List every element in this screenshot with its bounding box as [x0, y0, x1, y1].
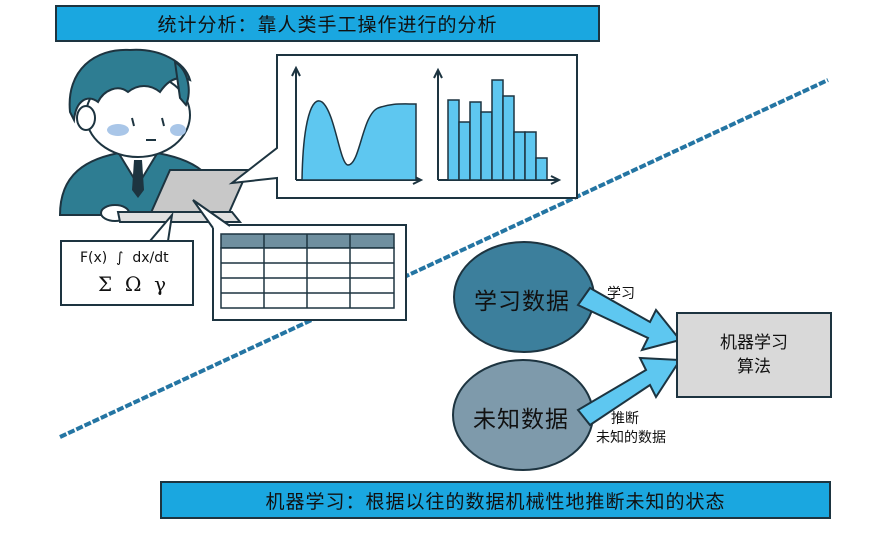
algorithm-line-2: 算法	[737, 357, 771, 377]
table-callout	[192, 199, 407, 321]
ml-algorithm-box: 机器学习 算法	[676, 312, 832, 398]
divider-line	[59, 78, 829, 439]
infer-arrow	[576, 356, 682, 427]
formula-line-2: Σ Ω γ	[98, 272, 167, 296]
learning-data-label: 学习数据	[474, 289, 570, 315]
infer-label-line-2: 未知的数据	[596, 430, 666, 446]
histogram-bars	[447, 79, 548, 181]
machine-learning-banner: 机器学习：根据以往的数据机械性地推断未知的状态	[160, 481, 831, 519]
infer-label-line-1: 推断	[611, 411, 639, 427]
chart-callout	[228, 54, 578, 199]
machine-learning-banner-text: 机器学习：根据以往的数据机械性地推断未知的状态	[265, 490, 726, 513]
statistics-banner-text: 统计分析：靠人类手工操作进行的分析	[157, 14, 498, 36]
algorithm-line-1: 机器学习	[720, 333, 788, 353]
formula-callout-tail	[149, 211, 174, 242]
learn-arrow-label: 学习	[607, 286, 635, 302]
unknown-data-label: 未知数据	[473, 407, 569, 433]
statistics-banner: 统计分析：靠人类手工操作进行的分析	[55, 5, 600, 42]
formula-callout: F(x) ∫ dx/dt Σ Ω γ	[60, 240, 194, 306]
density-curve	[301, 100, 417, 181]
formula-line-1: F(x) ∫ dx/dt	[80, 250, 169, 266]
learn-arrow	[576, 286, 682, 352]
